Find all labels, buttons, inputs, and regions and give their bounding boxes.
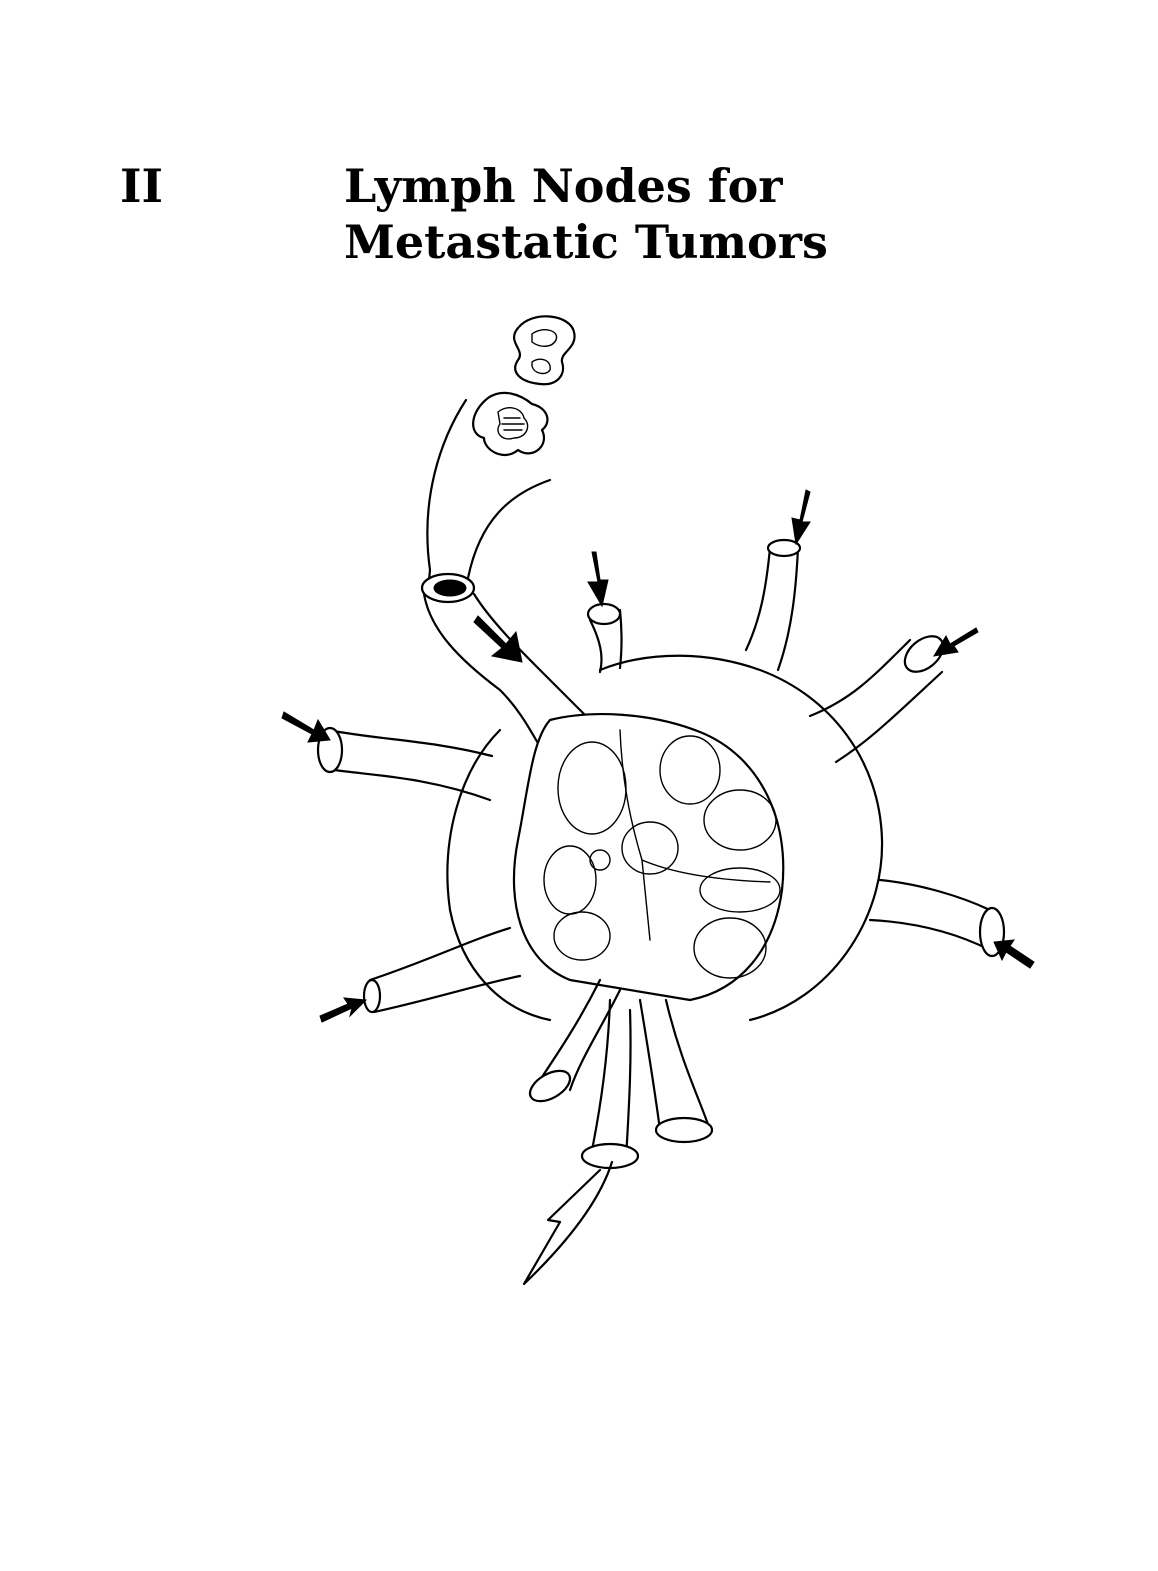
afferent-vessel-main — [420, 398, 602, 752]
lymph-node-body — [446, 654, 884, 1022]
title-line-2: Metastatic Tumors — [344, 215, 828, 269]
afferent-vessels — [281, 489, 1035, 1023]
page-title: Lymph Nodes for Metastatic Tumors — [344, 158, 828, 270]
part-number: II — [120, 159, 164, 213]
lymph-node-illustration — [270, 300, 1060, 1300]
lymph-node-drawing — [281, 315, 1035, 1286]
title-line-1: Lymph Nodes for — [344, 159, 783, 213]
efferent-vessels — [522, 978, 714, 1286]
tumor-cells-icon — [472, 315, 576, 456]
